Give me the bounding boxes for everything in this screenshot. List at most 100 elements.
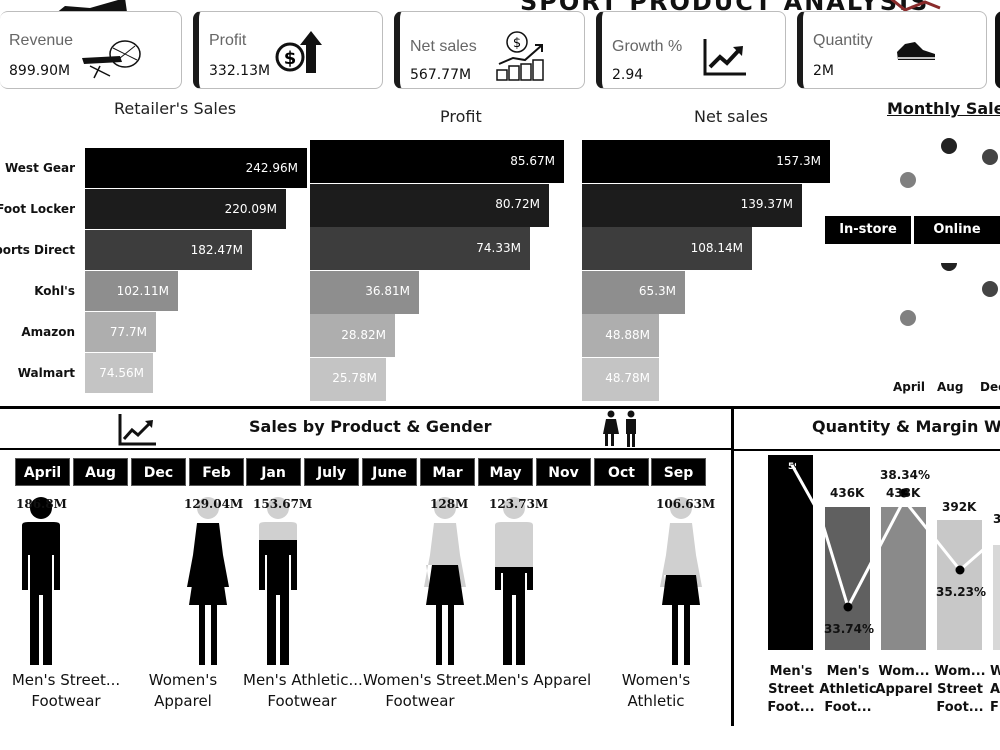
online-button[interactable]: Online	[914, 216, 1000, 244]
quantity-column	[937, 520, 982, 650]
category-label-line2: A	[990, 682, 1000, 697]
category-label-line3: Foot...	[767, 700, 815, 715]
bar-retail-sales[interactable]	[85, 353, 153, 393]
margin-value: 35.23%	[936, 585, 986, 599]
bar-retail-net[interactable]	[582, 227, 752, 270]
quantity-value: 593K	[788, 462, 796, 472]
product-label-line1: Women's Street...	[363, 671, 497, 689]
woman-figure-icon	[424, 497, 466, 665]
bar-value-label: 28.82M	[341, 328, 386, 342]
category-label-line3: F	[990, 700, 999, 715]
bar-retail-sales[interactable]	[85, 271, 178, 311]
man-figure-icon	[22, 497, 60, 665]
bar-value-label: 85.67M	[510, 154, 555, 168]
product-label: Women's Street... Footwear	[363, 670, 496, 712]
bar-retail-net[interactable]	[582, 140, 830, 183]
quantity-value: 317K	[993, 512, 1000, 526]
kpi-net-sales: Net sales 567.77M $	[394, 11, 585, 89]
woman-figure-icon	[187, 497, 229, 665]
month-filter-button[interactable]: April	[15, 458, 70, 486]
category-label-line2: Street	[937, 682, 983, 697]
kpi-growth: Growth % 2.94	[596, 11, 786, 89]
kpi-label: Net sales	[410, 38, 477, 55]
margin-point	[899, 488, 909, 498]
product-label: Men's Apparel	[485, 670, 591, 691]
month-filter-button[interactable]: June	[362, 458, 417, 486]
bar-retail-profit[interactable]	[310, 314, 395, 357]
quantity-category-label: Wom...Apparel	[874, 663, 934, 699]
category-label-line1: Wom...	[934, 664, 986, 679]
bar-value-label: 80.72M	[495, 197, 540, 211]
kpi-value: 332.13M	[209, 63, 271, 79]
figure-value: 123.73M	[489, 497, 549, 511]
figure-value: 153.67M	[253, 497, 313, 511]
bar-retail-profit[interactable]	[310, 140, 564, 183]
category-label-line3: Foot...	[824, 700, 872, 715]
bar-value-label: 242.96M	[245, 161, 298, 175]
category-label-line3: Foot...	[936, 700, 984, 715]
month-filter-button[interactable]: May	[478, 458, 533, 486]
month-axis-label: Aug	[937, 380, 964, 394]
category-label-line1: Men's	[769, 664, 813, 679]
quantity-value: 433K	[886, 486, 921, 500]
bar-retail-sales[interactable]	[85, 230, 252, 270]
bar-value-label: 36.81M	[365, 284, 410, 298]
product-label: Men's Athletic...Footwear	[243, 670, 363, 712]
bar-retail-net[interactable]	[582, 271, 685, 314]
figure-value: 106.63M	[656, 497, 716, 511]
bar-retail-sales[interactable]	[85, 312, 156, 352]
kpi-quantity: Quantity 2M	[797, 11, 987, 89]
month-filter-button[interactable]: Jan	[246, 458, 301, 486]
kpi-revenue: Revenue 899.90M	[0, 11, 182, 89]
bar-retail-sales[interactable]	[85, 148, 307, 188]
bar-value-label: 102.11M	[116, 284, 169, 298]
shoe-icon	[897, 42, 935, 60]
month-filter-button[interactable]: July	[304, 458, 359, 486]
product-label-line1: Men's Athletic...	[243, 671, 363, 689]
bar-retail-net[interactable]	[582, 184, 802, 227]
bar-retail-profit[interactable]	[310, 271, 419, 314]
bar-retail-profit[interactable]	[310, 358, 386, 401]
category-label-line1: W	[990, 664, 1000, 679]
retailer-label: Walmart	[17, 366, 75, 380]
month-filter-button[interactable]: Mar	[420, 458, 475, 486]
revenue-icon	[82, 40, 141, 79]
margin-point	[955, 565, 965, 575]
month-filter-button[interactable]: Sep	[651, 458, 706, 486]
figure-value: 129.04M	[184, 497, 244, 511]
data-point	[900, 310, 916, 326]
data-point	[900, 172, 916, 188]
kpi-profit: Profit 332.13M $	[193, 11, 383, 89]
kpi-label: Profit	[209, 32, 247, 49]
bar-retail-sales[interactable]	[85, 189, 286, 229]
bar-value-label: 74.56M	[99, 366, 144, 380]
month-filter-button[interactable]: Dec	[131, 458, 186, 486]
bar-retail-net[interactable]	[582, 358, 659, 401]
bar-retail-profit[interactable]	[310, 227, 530, 270]
month-filter-button[interactable]: Feb	[189, 458, 244, 486]
month-filter-button[interactable]: Oct	[594, 458, 649, 486]
svg-text:$: $	[513, 36, 521, 51]
kpi-card-edge	[995, 11, 1000, 89]
category-label-line1: Wom...	[878, 664, 930, 679]
svg-text:$: $	[284, 48, 297, 69]
kpi-label: Growth %	[612, 38, 683, 55]
product-label: Men's Street...Footwear	[6, 670, 126, 712]
kpi-value: 899.90M	[9, 63, 71, 79]
month-filter-button[interactable]: Aug	[73, 458, 128, 486]
bar-value-label: 139.37M	[740, 197, 793, 211]
month-filter-button[interactable]: Nov	[536, 458, 591, 486]
product-label-line1: Men's Street...	[11, 671, 121, 689]
in-store-button[interactable]: In-store	[825, 216, 911, 244]
margin-point	[843, 602, 853, 612]
bar-retail-net[interactable]	[582, 314, 659, 357]
bar-value-label: 48.78M	[605, 371, 650, 385]
bar-value-label: 48.88M	[605, 328, 650, 342]
bar-retail-profit[interactable]	[310, 184, 549, 227]
product-label-line2: Footwear	[385, 692, 455, 710]
bar-value-label: 220.09M	[224, 202, 277, 216]
